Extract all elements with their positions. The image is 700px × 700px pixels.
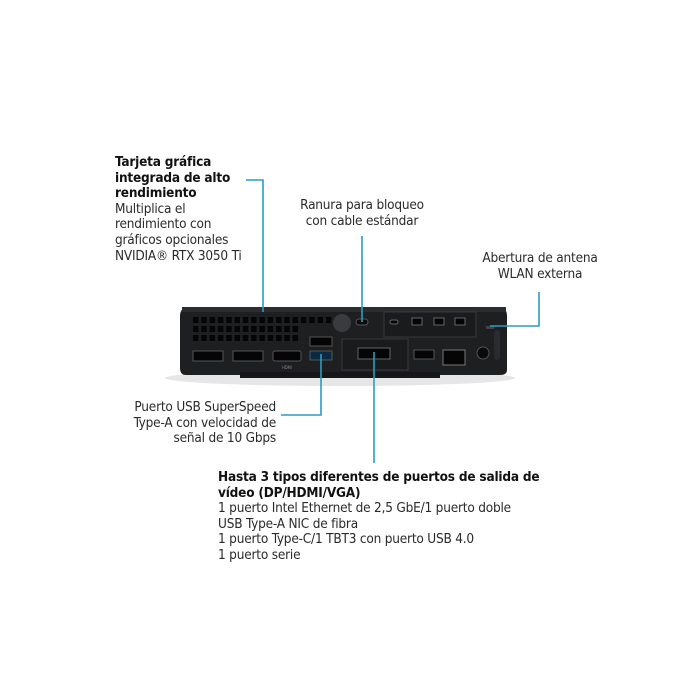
vent-hole bbox=[209, 317, 216, 323]
wlan-callout-line bbox=[490, 292, 540, 327]
vent-hole bbox=[292, 335, 299, 341]
graphics-body-line: rendimiento con bbox=[115, 216, 212, 233]
vent-hole bbox=[217, 335, 224, 341]
vent-hole bbox=[251, 317, 257, 323]
vent-hole bbox=[234, 335, 240, 341]
vent-hole bbox=[267, 317, 274, 323]
video-body-line: 1 puerto serie bbox=[218, 546, 301, 563]
graphics-callout: Tarjeta gráfica integrada de alto rendim… bbox=[115, 154, 242, 264]
vent-hole bbox=[251, 335, 257, 341]
vent-hole bbox=[251, 326, 257, 332]
vent-hole bbox=[259, 335, 265, 341]
vent-hole bbox=[325, 317, 332, 323]
video-callout: Hasta 3 tipos diferentes de puertos de s… bbox=[218, 469, 540, 564]
vent-hole bbox=[201, 317, 207, 323]
vent-hole bbox=[242, 317, 249, 323]
vent-hole bbox=[234, 317, 240, 323]
usb-line: Type-A con velocidad de bbox=[133, 414, 277, 431]
graphics-body-line: NVIDIA® RTX 3050 Ti bbox=[115, 247, 242, 264]
vent-hole bbox=[209, 335, 216, 341]
usb-c-port bbox=[389, 319, 399, 325]
usb-a-port bbox=[309, 336, 333, 347]
vent-hole bbox=[201, 335, 207, 341]
video-body-line: USB Type-A NIC de fibra bbox=[218, 515, 358, 532]
ethernet-port bbox=[442, 349, 466, 366]
vent-hole bbox=[284, 317, 290, 323]
usb-callout: Puerto USB SuperSpeed Type-A con velocid… bbox=[95, 399, 277, 447]
lock-slot-line: con cable estándar bbox=[305, 212, 419, 229]
vent-hole bbox=[292, 317, 299, 323]
video-body-line: 1 puerto Type-C/1 TBT3 con puerto USB 4.… bbox=[218, 531, 474, 548]
hdmi-port bbox=[272, 350, 302, 362]
wlan-callout: Abertura de antena WLAN externa bbox=[470, 250, 610, 282]
video-title-line: Hasta 3 tipos diferentes de puertos de s… bbox=[218, 469, 540, 485]
wlan-line: Abertura de antena bbox=[482, 250, 598, 266]
vent-hole bbox=[209, 326, 216, 332]
mini-dp-port bbox=[411, 317, 423, 326]
vent-hole bbox=[226, 326, 232, 332]
vent-hole bbox=[242, 326, 249, 332]
vent-hole bbox=[267, 335, 274, 341]
usb-line: señal de 10 Gbps bbox=[173, 430, 277, 447]
video-body-line: 1 puerto Intel Ethernet de 2,5 GbE/1 pue… bbox=[218, 500, 511, 517]
screw-icon bbox=[333, 314, 351, 332]
wlan-antenna-opening bbox=[486, 326, 494, 329]
vent-hole bbox=[309, 317, 315, 323]
vent-hole bbox=[226, 335, 232, 341]
vent-hole bbox=[300, 317, 307, 323]
vent-hole bbox=[276, 335, 282, 341]
vent-hole bbox=[259, 317, 265, 323]
vent-hole bbox=[284, 335, 290, 341]
graphics-title-line: rendimiento bbox=[115, 185, 197, 202]
vent-hole bbox=[284, 326, 290, 332]
video-title-line: vídeo (DP/HDMI/VGA) bbox=[218, 484, 361, 501]
vent-hole bbox=[276, 317, 282, 323]
graphics-callout-line bbox=[246, 179, 264, 312]
displayport-1 bbox=[192, 350, 224, 362]
usb-a-port bbox=[413, 349, 435, 360]
usb-line: Puerto USB SuperSpeed bbox=[134, 399, 276, 415]
wlan-line: WLAN externa bbox=[497, 265, 583, 282]
mini-pc-rear: HDMI bbox=[180, 307, 507, 378]
graphics-title-line: integrada de alto bbox=[115, 169, 231, 186]
graphics-body-line: gráficos opcionales bbox=[115, 231, 229, 248]
antenna-cover bbox=[494, 330, 500, 360]
vent-hole bbox=[259, 326, 265, 332]
vent-grille bbox=[193, 317, 332, 341]
mini-dp-port bbox=[433, 317, 445, 326]
vent-hole bbox=[267, 326, 274, 332]
vent-hole bbox=[226, 317, 232, 323]
graphics-body-line: Multiplica el bbox=[115, 200, 186, 217]
vent-hole bbox=[201, 326, 207, 332]
vent-hole bbox=[234, 326, 240, 332]
graphics-title-line: Tarjeta gráfica bbox=[115, 154, 212, 170]
displayport-2 bbox=[232, 350, 264, 362]
vent-hole bbox=[292, 326, 299, 332]
usb-callout-line bbox=[281, 354, 322, 416]
vent-hole bbox=[217, 326, 224, 332]
vent-hole bbox=[193, 326, 199, 332]
vent-hole bbox=[193, 335, 199, 341]
power-port bbox=[476, 346, 490, 360]
vent-hole bbox=[217, 317, 224, 323]
lock-slot-callout: Ranura para bloqueo con cable estándar bbox=[292, 197, 432, 229]
vent-hole bbox=[193, 317, 199, 323]
hdmi-port-label: HDMI bbox=[282, 365, 292, 370]
vent-hole bbox=[276, 326, 282, 332]
mini-dp-port bbox=[454, 317, 466, 326]
vent-hole bbox=[242, 335, 249, 341]
lock-slot-line: Ranura para bloqueo bbox=[300, 197, 424, 213]
vent-hole bbox=[317, 317, 323, 323]
